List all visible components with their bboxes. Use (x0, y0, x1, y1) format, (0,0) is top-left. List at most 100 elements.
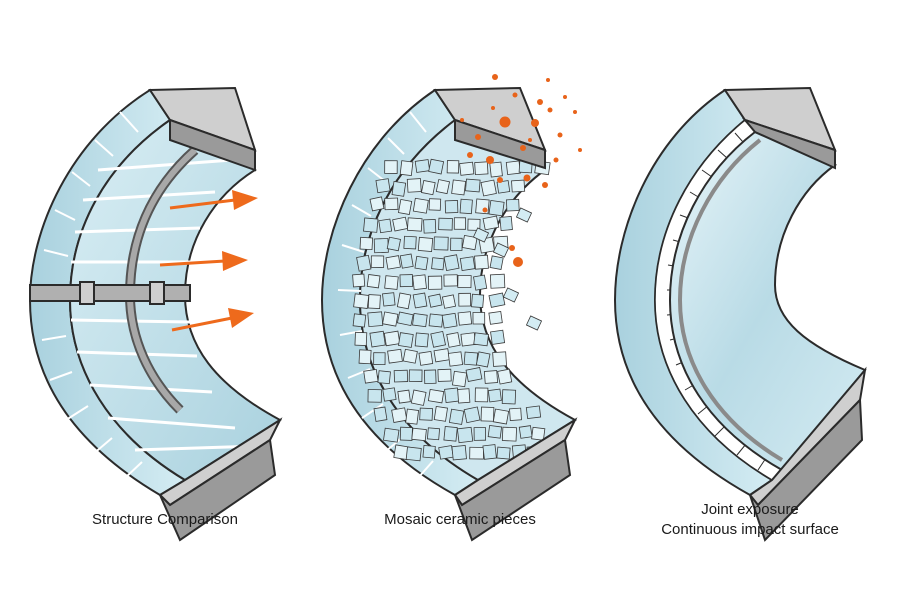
caption-continuous-impact-surface: Continuous impact surface (661, 521, 839, 538)
mosaic-tile (366, 274, 381, 289)
mosaic-tile (435, 179, 450, 195)
mosaic-tile (396, 311, 414, 327)
mosaic-tile (393, 369, 409, 383)
mosaic-tile (488, 292, 506, 308)
mosaic-tile (438, 445, 454, 460)
mosaic-tile (428, 293, 443, 308)
mosaic-tile (428, 198, 442, 211)
mosaic-tile (474, 387, 489, 403)
mosaic-tile (408, 369, 423, 382)
mosaic-tile (444, 387, 460, 403)
mosaic-tile (474, 161, 489, 176)
mosaic-tile (414, 159, 431, 173)
mosaic-liner (320, 74, 582, 542)
mosaic-tile (448, 408, 465, 425)
mosaic-tile (463, 406, 481, 424)
mosaic-tile (480, 179, 497, 197)
mosaic-tile (473, 332, 489, 347)
mosaic-tile (418, 350, 434, 366)
mosaic-tile (456, 426, 474, 444)
mosaic-tile (369, 196, 385, 212)
mosaic-tile (405, 408, 420, 425)
mosaic-tile (428, 158, 445, 175)
mosaic-tile (383, 427, 400, 443)
impact-particle (546, 78, 550, 82)
impact-particle (531, 119, 539, 127)
loose-tile (492, 242, 510, 258)
mosaic-tile (387, 348, 403, 364)
mosaic-tile (423, 218, 437, 234)
caption-right-panel: Joint exposure Continuous impact surface (625, 500, 875, 540)
impact-particle (542, 182, 548, 188)
mosaic-tile (525, 405, 542, 420)
impact-arrow (159, 259, 226, 267)
mosaic-tile (473, 274, 488, 291)
impact-arrow-head (232, 190, 258, 210)
mosaic-tile (385, 255, 401, 270)
impact-particle (520, 145, 526, 151)
impact-arrows (159, 190, 258, 332)
mosaic-tile (427, 275, 443, 290)
mosaic-tile (378, 218, 393, 234)
mosaic-tile (369, 330, 386, 348)
mosaic-tile (382, 387, 397, 402)
mosaic-tile (420, 180, 436, 196)
impact-arrow-head (222, 251, 248, 271)
mosaic-tile (382, 311, 399, 327)
mosaic-tile (399, 274, 414, 288)
mosaic-tile (467, 218, 481, 231)
mosaic-tile (443, 254, 460, 271)
mosaic-tile (363, 217, 379, 233)
mosaic-tile (412, 313, 428, 328)
mosaic-tile (359, 236, 374, 251)
mosaic-tile (465, 178, 481, 193)
impact-particles (460, 74, 582, 267)
continuous-impact-surface (668, 130, 867, 472)
mosaic-tile (459, 161, 475, 176)
mosaic-tile (430, 330, 446, 348)
mosaic-tile (483, 370, 499, 384)
caption-mosaic-ceramic-pieces: Mosaic ceramic pieces (384, 511, 536, 528)
mosaic-tile (473, 427, 487, 441)
mosaic-tile (505, 160, 521, 176)
mosaic-tile (412, 197, 429, 214)
mosaic-tile (499, 215, 513, 232)
mosaic-tile (471, 293, 485, 309)
impact-particle (467, 152, 473, 158)
mosaic-tile (451, 179, 467, 196)
mosaic-tile (457, 311, 473, 326)
mosaic-tile (391, 407, 408, 423)
mosaic-tile (433, 236, 449, 251)
mosaic-tile (441, 294, 457, 309)
mosaic-tile (352, 273, 366, 288)
mosaic-tile (353, 293, 370, 309)
impact-arrow (169, 198, 236, 210)
mosaic-tiles (352, 158, 556, 462)
mosaic-tile (438, 217, 453, 231)
mosaic-tile (452, 370, 468, 388)
mosaic-tile (443, 274, 458, 287)
mosaic-tile (399, 253, 414, 269)
mosaic-tile (505, 198, 520, 212)
caption-joint-exposure: Joint exposure (701, 501, 799, 518)
mosaic-tile (457, 388, 471, 404)
mosaic-tile (396, 292, 412, 310)
mosaic-tile (398, 332, 414, 348)
mosaic-tile (459, 256, 476, 272)
mosaic-tile (437, 368, 452, 382)
clamp-bar (29, 284, 191, 302)
mosaic-tile (443, 426, 458, 442)
mosaic-tile (384, 275, 399, 290)
mosaic-tile (463, 351, 478, 366)
mosaic-tile (461, 235, 478, 251)
impact-particle (528, 138, 532, 142)
mosaic-tile (427, 388, 445, 404)
mosaic-tile (367, 389, 382, 403)
impact-particle (547, 107, 553, 113)
mosaic-tile (402, 348, 418, 364)
mosaic-tile (475, 351, 491, 368)
impact-particle (509, 245, 515, 251)
mosaic-tile (363, 368, 379, 384)
mosaic-tile (399, 426, 413, 441)
mosaic-tile (487, 424, 503, 439)
